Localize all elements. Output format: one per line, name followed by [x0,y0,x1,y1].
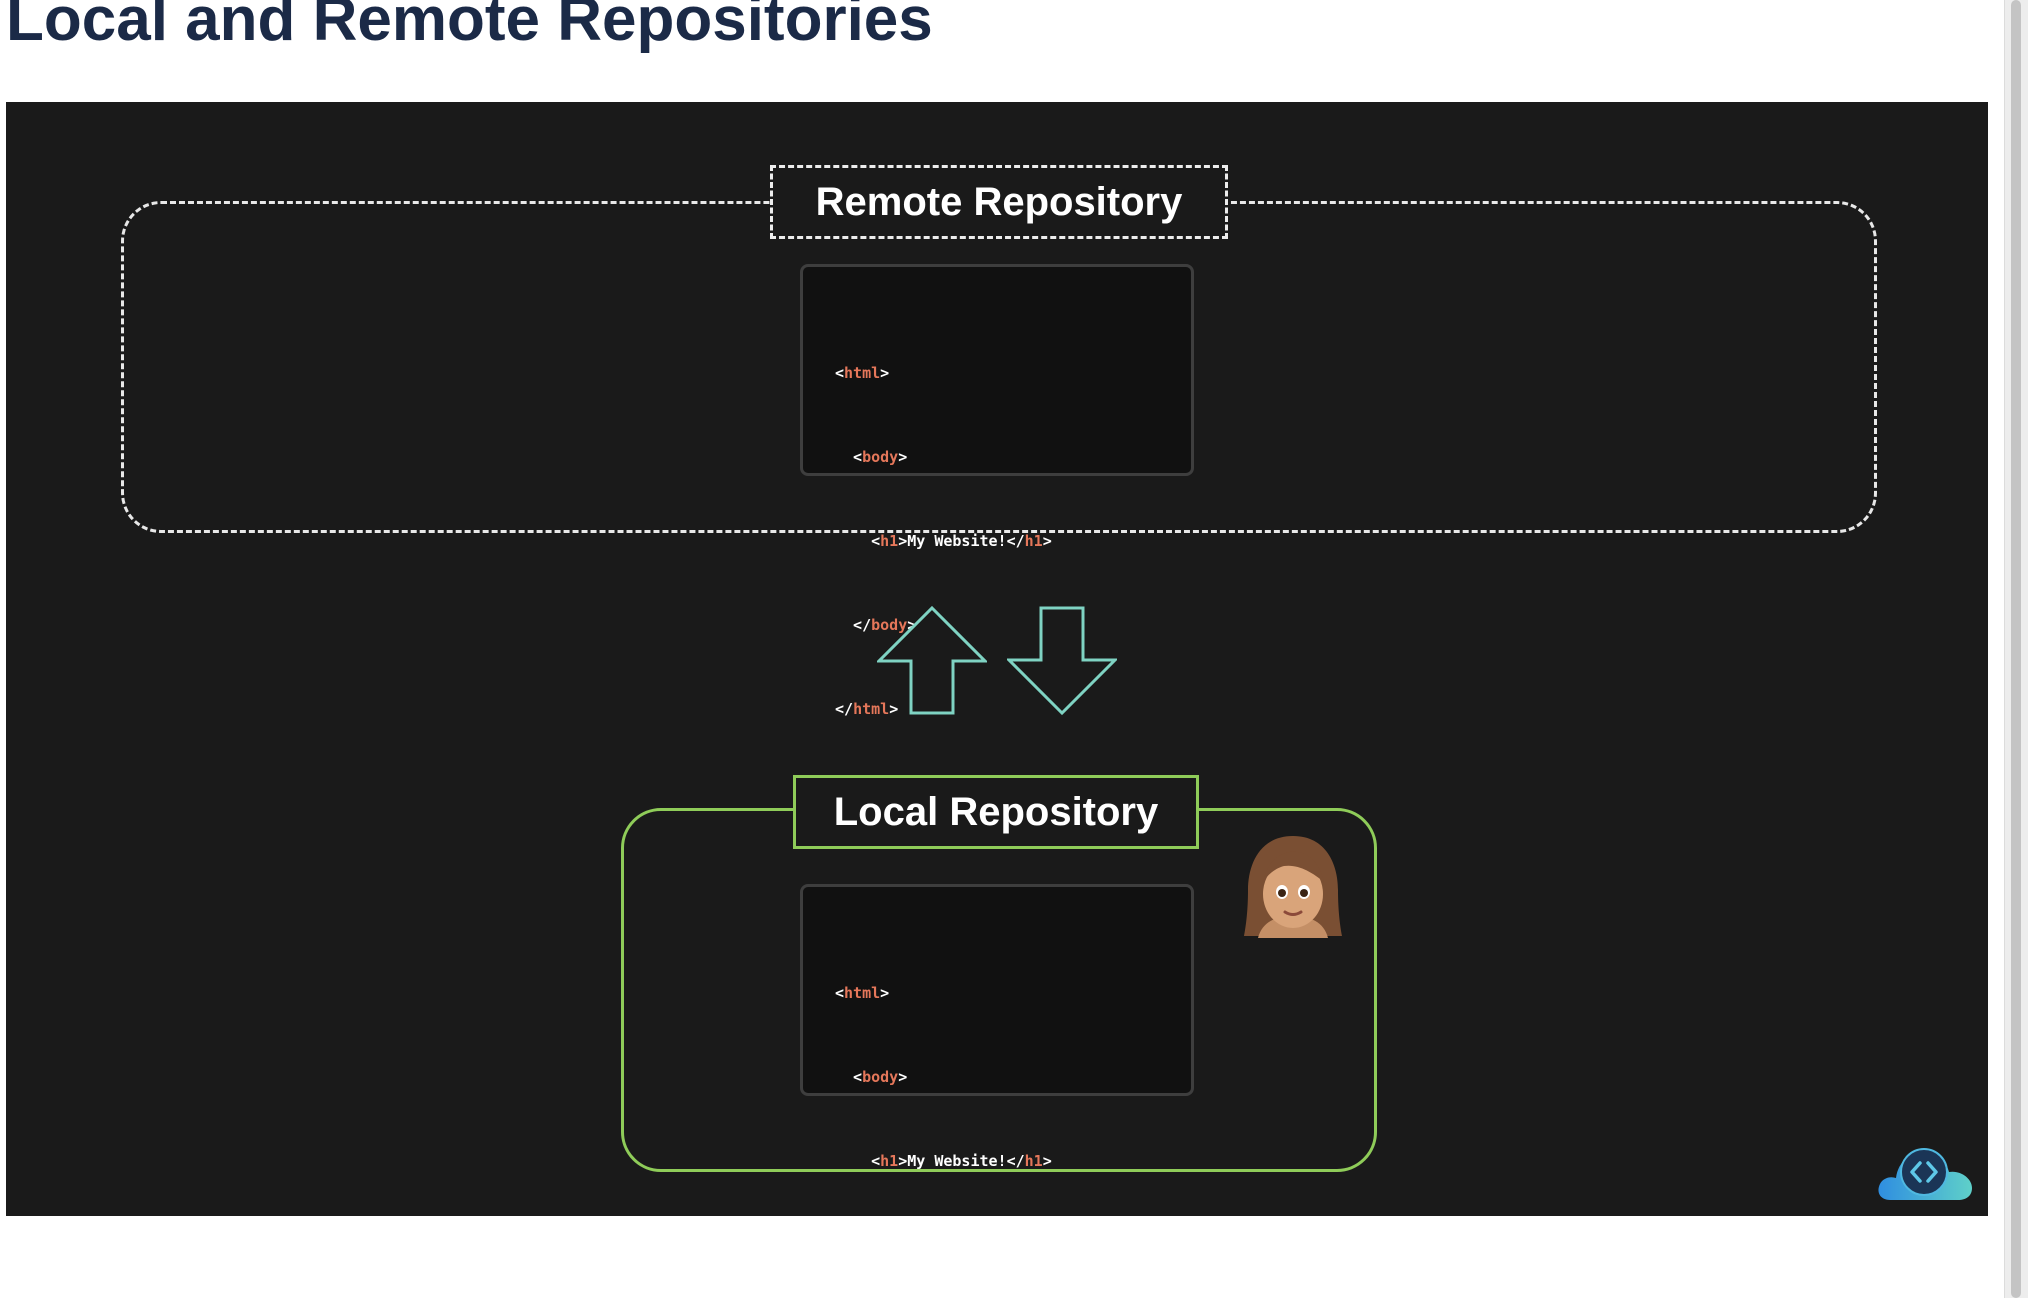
remote-code-snippet: <html> <body> <h1>My Website!</h1> </bod… [800,264,1194,718]
woman-emoji-icon [1244,836,1342,938]
arrow-down-outline-icon [1007,606,1117,716]
remote-repository-label: Remote Repository [770,165,1228,239]
code-line: <h1>My Website!</h1> [835,1152,1052,1170]
code-line: <html> [835,984,890,1002]
scrollbar-thumb[interactable] [2011,0,2021,1298]
arrow-up-outline-icon [877,606,987,715]
code-line: <body> [835,1068,908,1086]
code-line: <body> [835,448,908,466]
local-repository-label: Local Repository [793,775,1199,849]
page-title: Local and Remote Repositories [6,0,933,54]
code-line: <html> [835,364,890,382]
code-line: <h1>My Website!</h1> [835,532,1052,550]
cloud-code-logo-icon [1878,1148,1972,1200]
local-code-snippet: <html> <body> <h1>My Website!</h1> </bod… [800,884,1194,1170]
code-line: </html> [835,700,899,718]
vertical-scrollbar[interactable] [2004,0,2028,1298]
slide-diagram: Remote Repository <html> <body> <h1>My W… [6,102,1988,1216]
code-line: </body> [835,616,917,634]
